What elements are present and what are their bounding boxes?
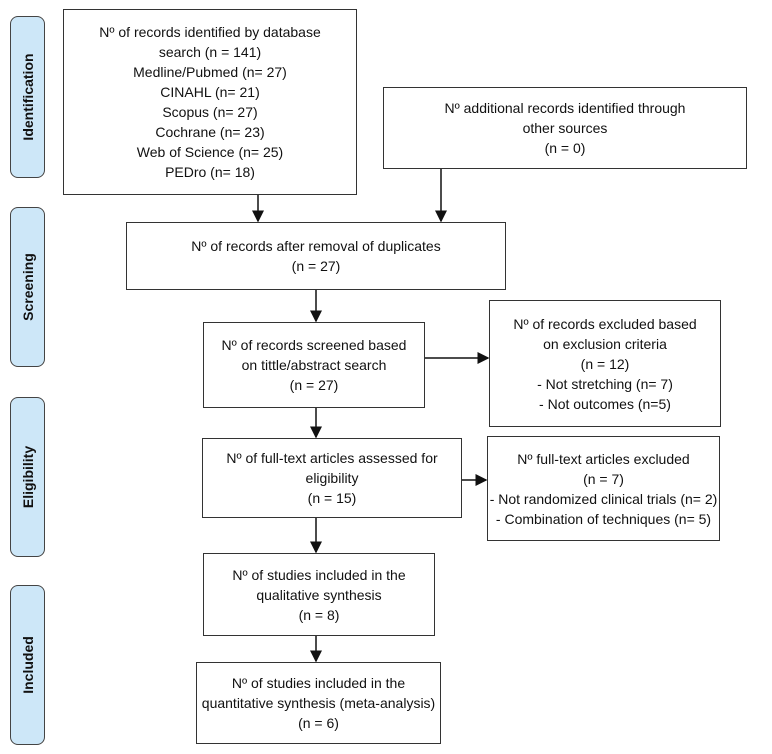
box-line: Nº of studies included in the [232, 566, 406, 583]
box-line: other sources [522, 120, 608, 136]
box-additional: Nº additional records identified through… [383, 87, 747, 169]
stage-eligibility: Eligibility [10, 397, 45, 557]
box-line: (n = 12) [580, 355, 630, 372]
stage-identification: Identification [10, 16, 45, 178]
box-line: Nº of records after removal of duplicate… [191, 238, 441, 254]
box-duplicates: Nº of records after removal of duplicate… [126, 222, 506, 290]
box-excluded: Nº of records excluded based on exclusion… [489, 300, 721, 427]
box-line: Nº additional records identified through [444, 100, 686, 116]
box-line: Nº of studies included in the [231, 675, 406, 691]
box-quantitative: Nº of studies included in the quantitativ… [196, 662, 441, 744]
box-line: PEDro (n= 18) [165, 164, 255, 180]
box-line: CINAHL (n= 21) [160, 84, 260, 100]
box-line: on tittle/abstract search [241, 357, 387, 373]
box-line: - Combination of techniques (n= 5) [495, 510, 712, 527]
box-line: (n = 8) [298, 606, 340, 623]
box-line: (n = 27) [289, 377, 339, 393]
box-line: - Not outcomes (n=5) [539, 395, 671, 412]
box-line: (n = 0) [544, 140, 586, 156]
box-line: qualitative synthesis [256, 586, 382, 603]
box-line: Medline/Pubmed (n= 27) [133, 64, 287, 80]
box-line: quantitative synthesis (meta-analysis) [201, 695, 436, 711]
box-line: Web of Science (n= 25) [136, 144, 284, 160]
box-fulltext-excluded: Nº full-text articles excluded (n = 7) - N… [487, 436, 720, 541]
box-line: Scopus (n= 27) [162, 104, 258, 120]
box-screened: Nº of records screened based on tittle/ab… [203, 322, 425, 408]
box-line: Nº of full-text articles assessed for [226, 450, 438, 466]
box-line: on exclusion criteria [543, 335, 667, 352]
box-line: (n = 27) [291, 258, 341, 274]
box-line: (n = 15) [307, 490, 357, 506]
box-fulltext: Nº of full-text articles assessed for eli… [202, 438, 462, 518]
box-line: - Not stretching (n= 7) [537, 375, 673, 392]
box-line: Nº full-text articles excluded [517, 450, 690, 467]
box-line: Cochrane (n= 23) [155, 124, 265, 140]
box-line: eligibility [305, 470, 359, 486]
stage-included: Included [10, 585, 45, 745]
box-identified: Nº of records identified by database sear… [63, 9, 357, 195]
stage-screening: Screening [10, 207, 45, 367]
box-line: (n = 6) [298, 715, 339, 731]
box-line: - Not randomized clinical trials (n= 2) [489, 490, 718, 507]
box-line: Nº of records screened based [221, 337, 407, 353]
box-qualitative: Nº of studies included in the qualitative… [203, 553, 435, 636]
box-line: search (n = 141) [158, 44, 262, 60]
box-line: (n = 7) [583, 470, 624, 487]
box-line: Nº of records identified by database [99, 24, 321, 40]
box-line: Nº of records excluded based [513, 315, 697, 332]
